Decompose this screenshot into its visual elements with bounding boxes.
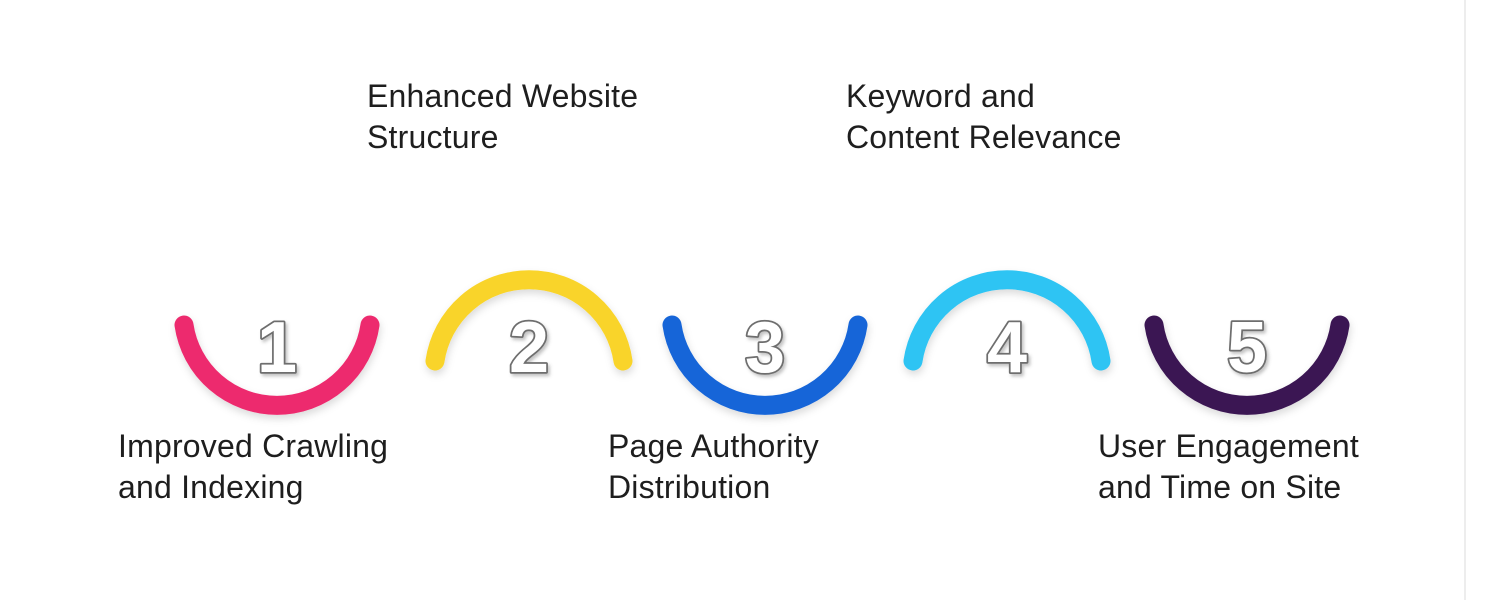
step-2-label-line1: Enhanced Website bbox=[367, 78, 639, 114]
step-4-number: 4 bbox=[987, 308, 1027, 388]
step-5-label: User Engagement and Time on Site bbox=[1098, 426, 1359, 508]
step-1-arc bbox=[174, 315, 380, 415]
step-5-label-line1: User Engagement bbox=[1098, 428, 1359, 464]
step-1-label: Improved Crawling and Indexing bbox=[118, 426, 388, 508]
step-3-label-line1: Page Authority bbox=[608, 428, 819, 464]
step-4-label-line1: Keyword and bbox=[846, 78, 1035, 114]
step-1-number: 1 bbox=[257, 308, 297, 388]
step-5-label-line2: and Time on Site bbox=[1098, 468, 1342, 505]
step-3-label-line2: Distribution bbox=[608, 468, 771, 505]
step-3-arc bbox=[662, 315, 868, 415]
step-3-number: 3 bbox=[745, 308, 785, 388]
step-5-arc bbox=[1144, 315, 1350, 415]
step-2-label-line2: Structure bbox=[367, 118, 499, 155]
step-4-label: Keyword and Content Relevance bbox=[846, 76, 1122, 158]
step-4-label-line2: Content Relevance bbox=[846, 118, 1122, 155]
step-2-arc bbox=[425, 270, 633, 371]
step-1-label-line2: and Indexing bbox=[118, 468, 304, 505]
step-4-arc bbox=[903, 270, 1111, 371]
step-2-label: Enhanced Website Structure bbox=[367, 76, 638, 158]
right-edge-divider bbox=[1464, 0, 1466, 600]
step-3-label: Page Authority Distribution bbox=[608, 426, 819, 508]
step-1-label-line1: Improved Crawling bbox=[118, 428, 389, 464]
step-2-number: 2 bbox=[509, 308, 549, 388]
step-5-number: 5 bbox=[1227, 308, 1267, 388]
